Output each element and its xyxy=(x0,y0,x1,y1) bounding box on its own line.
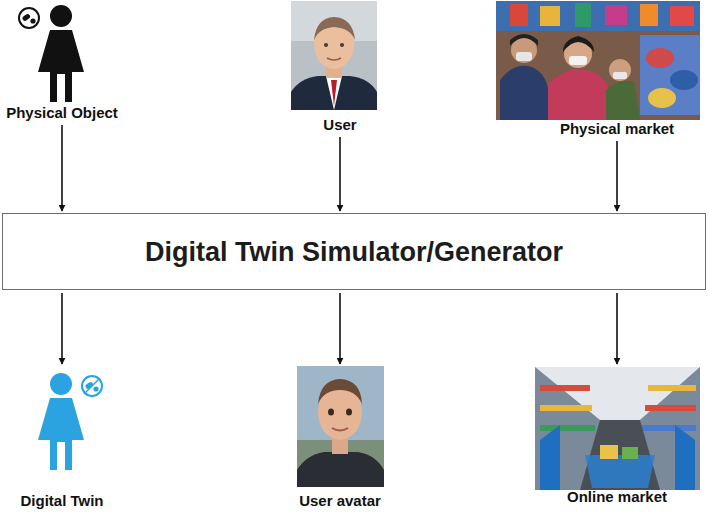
image-node: Online market xyxy=(538,366,696,506)
image-caption: User xyxy=(278,116,402,134)
process-box: Digital Twin Simulator/Generator xyxy=(2,213,706,290)
digital-twin-icon xyxy=(38,373,84,470)
woman-icon xyxy=(38,5,84,102)
image-node: User xyxy=(278,0,402,134)
online-market-image xyxy=(535,367,700,490)
user-photo xyxy=(291,1,377,110)
image-caption: Digital Twin xyxy=(0,492,124,510)
image-caption: Online market xyxy=(538,488,696,506)
market-photo xyxy=(496,1,700,120)
image-caption: User avatar xyxy=(278,492,402,510)
image-node: Digital Twin xyxy=(0,366,124,510)
avatar-image xyxy=(297,366,384,487)
image-caption: Physical Object xyxy=(0,104,126,122)
arrow-connector xyxy=(616,293,618,364)
image-node: User avatar xyxy=(278,366,402,510)
arrow-connector xyxy=(339,137,341,211)
arrow-connector xyxy=(339,293,341,364)
pill-badge xyxy=(82,376,102,396)
image-caption: Physical market xyxy=(538,120,696,138)
arrow-connector xyxy=(61,293,63,364)
box-title: Digital Twin Simulator/Generator xyxy=(145,236,563,268)
arrow-connector xyxy=(616,141,618,211)
pill-badge xyxy=(19,8,39,28)
arrow-connector xyxy=(61,125,63,211)
image-node: Physical Object xyxy=(0,0,126,122)
image-node: Physical market xyxy=(538,0,696,138)
